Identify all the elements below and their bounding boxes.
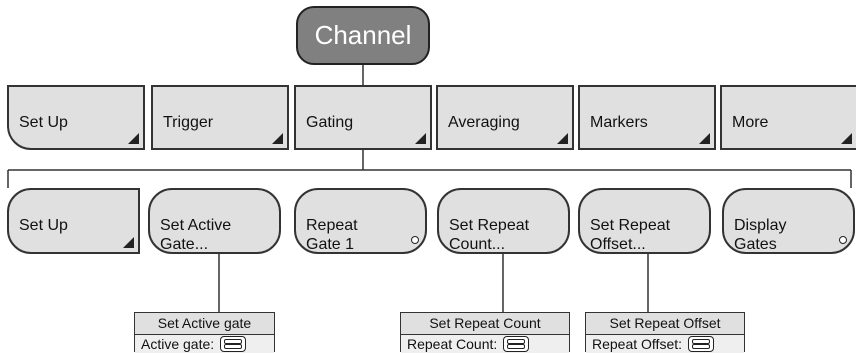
softkey-markers[interactable]: Markers (578, 85, 716, 150)
dialog-set-repeat-offset: Set Repeat Offset Repeat Offset: (585, 312, 745, 353)
softkey-label: Set Up (19, 217, 68, 234)
softkey-label: Gating (306, 114, 354, 131)
softkey-label: More (732, 114, 769, 131)
channel-root-label: Channel (314, 20, 412, 50)
softkey-gating[interactable]: Gating (294, 85, 432, 150)
softkey-label: Trigger (163, 114, 214, 131)
softkey-trigger[interactable]: Trigger (151, 85, 289, 150)
dialog-set-active-gate: Set Active gate Active gate: (134, 312, 275, 353)
softkey-label: Markers (590, 114, 648, 131)
softkey-label: Set Repeat Offset... (590, 217, 671, 253)
toggle-circle-icon (411, 236, 419, 244)
softkey-label: Display Gates (734, 217, 787, 253)
dialog-field-label: Active gate: (141, 336, 215, 352)
submenu-triangle-icon (272, 133, 283, 144)
softkey-label: Set Repeat Count... (449, 217, 530, 253)
rotary-knob-icon[interactable] (503, 336, 530, 352)
dialog-body: Repeat Offset: (586, 335, 744, 353)
dialog-title: Set Active gate (135, 313, 274, 335)
softkey-label: Set Active Gate... (160, 217, 232, 253)
softkey-averaging[interactable]: Averaging (436, 85, 574, 150)
softkey-label: Repeat Gate 1 (306, 217, 358, 253)
dialog-field-label: Repeat Offset: (592, 336, 683, 352)
softkey-label: Averaging (448, 114, 520, 131)
submenu-triangle-icon (415, 133, 426, 144)
softkey-repeat-gate[interactable]: Repeat Gate 1 (294, 188, 427, 254)
softkey-more[interactable]: More (720, 85, 856, 150)
submenu-triangle-icon (841, 133, 852, 144)
dialog-body: Active gate: (135, 335, 274, 353)
softkey-setup-top[interactable]: Set Up (7, 85, 145, 150)
softkey-set-repeat-count[interactable]: Set Repeat Count... (437, 188, 570, 254)
softkey-display-gates[interactable]: Display Gates (722, 188, 855, 254)
submenu-triangle-icon (123, 237, 134, 248)
softkey-set-active-gate[interactable]: Set Active Gate... (148, 188, 281, 254)
dialog-title: Set Repeat Offset (586, 313, 744, 335)
submenu-triangle-icon (699, 133, 710, 144)
toggle-circle-icon (839, 236, 847, 244)
dialog-set-repeat-count: Set Repeat Count Repeat Count: (400, 312, 570, 353)
softkey-label: Set Up (19, 114, 68, 131)
rotary-knob-icon[interactable] (220, 336, 247, 352)
dialog-body: Repeat Count: (401, 335, 569, 353)
softkey-setup-sub[interactable]: Set Up (7, 188, 140, 254)
submenu-triangle-icon (557, 133, 568, 144)
softkey-set-repeat-offset[interactable]: Set Repeat Offset... (578, 188, 711, 254)
rotary-knob-icon[interactable] (688, 336, 715, 352)
submenu-triangle-icon (128, 133, 139, 144)
dialog-title: Set Repeat Count (401, 313, 569, 335)
dialog-field-label: Repeat Count: (407, 336, 498, 352)
channel-root-key[interactable]: Channel (296, 6, 430, 65)
